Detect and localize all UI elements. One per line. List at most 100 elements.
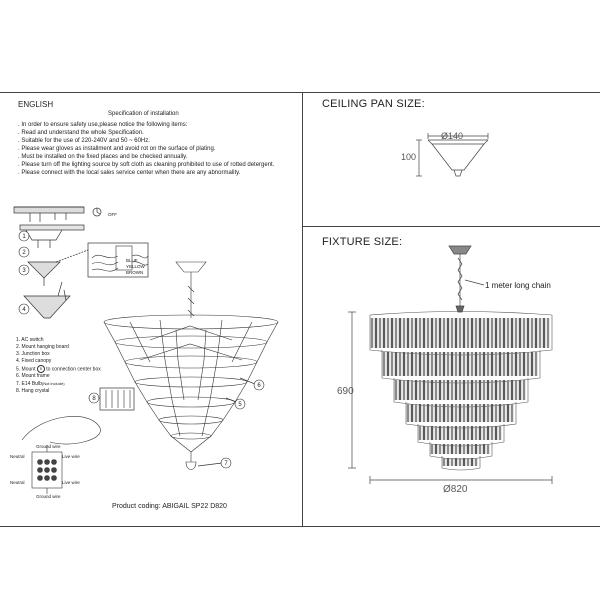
- crystal-strand: [518, 352, 522, 376]
- wire-color-yellow: YELLOW: [126, 264, 146, 269]
- crystal-strand: [470, 458, 474, 466]
- crystal-strand: [502, 404, 506, 422]
- crystal-strand: [390, 318, 394, 348]
- crystal-strand: [470, 380, 474, 400]
- fixture-height-label: 690: [337, 386, 354, 397]
- crystal-strand: [394, 352, 398, 376]
- step-1-number: 1: [22, 234, 26, 240]
- crystal-strand: [466, 458, 470, 466]
- crystal-strand: [394, 380, 398, 400]
- crystal-strand: [522, 352, 526, 376]
- step-4-number: 4: [22, 307, 26, 313]
- part-3: 3. Junction box: [16, 351, 50, 357]
- crystal-strand: [478, 318, 482, 348]
- crystal-strand: [458, 318, 462, 348]
- chain-note: 1 meter long chain: [485, 281, 551, 290]
- callout-5: 5: [238, 402, 242, 408]
- crystal-strand: [414, 404, 418, 422]
- crystal-strand: [538, 318, 542, 348]
- crystal-strand: [518, 318, 522, 348]
- crystal-strand: [450, 458, 454, 466]
- crystal-strand: [486, 444, 490, 454]
- crystal-strand: [410, 404, 414, 422]
- crystal-strand: [486, 352, 490, 376]
- crystal-strand: [414, 318, 418, 348]
- crystal-strand: [410, 318, 414, 348]
- crystal-strand: [454, 318, 458, 348]
- crystal-strand: [478, 426, 482, 440]
- crystal-strand: [454, 426, 458, 440]
- crystal-detail-box: [99, 387, 135, 411]
- crystal-strand: [462, 318, 466, 348]
- crystal-strand: [474, 352, 478, 376]
- horizontal-divider: [302, 226, 600, 227]
- crystal-strand: [426, 318, 430, 348]
- crystal-strand: [498, 404, 502, 422]
- crystal-strand: [418, 318, 422, 348]
- dimensions-panel: [302, 92, 600, 527]
- crystal-strand: [534, 318, 538, 348]
- crystal-strand: [414, 352, 418, 376]
- crystal-strand: [506, 380, 510, 400]
- crystal-strand: [494, 352, 498, 376]
- crystal-strand: [438, 352, 442, 376]
- instruction-7: . Please connect with the local sales se…: [18, 170, 241, 176]
- crystal-strand: [470, 352, 474, 376]
- crystal-strand: [426, 404, 430, 422]
- crystal-strand: [498, 380, 502, 400]
- crystal-strand: [458, 404, 462, 422]
- crystal-strand: [478, 404, 482, 422]
- crystal-strand: [374, 318, 378, 348]
- crystal-strand: [458, 444, 462, 454]
- crystal-strand: [474, 458, 478, 466]
- crystal-strand: [470, 404, 474, 422]
- crystal-strand: [450, 426, 454, 440]
- crystal-strand: [526, 318, 530, 348]
- crystal-strand: [442, 444, 446, 454]
- callout-8: 8: [92, 396, 96, 402]
- crystal-strand: [426, 380, 430, 400]
- crystal-strand: [466, 404, 470, 422]
- crystal-strand: [458, 352, 462, 376]
- crystal-strand: [506, 318, 510, 348]
- crystal-strand: [430, 404, 434, 422]
- language-heading: ENGLISH: [18, 100, 54, 109]
- crystal-strand: [458, 380, 462, 400]
- crystal-strand: [446, 404, 450, 422]
- crystal-strand: [486, 380, 490, 400]
- installation-panel: [0, 92, 302, 527]
- crystal-strand: [422, 318, 426, 348]
- ceiling-pan-title: CEILING PAN SIZE:: [322, 98, 425, 110]
- crystal-strand: [482, 426, 486, 440]
- product-coding: Product coding: ABIGAIL SP22 D820: [112, 503, 227, 510]
- crystal-strand: [438, 380, 442, 400]
- crystal-strand: [462, 404, 466, 422]
- ground-wire-bottom: Ground wire: [36, 494, 61, 499]
- step-1-ceiling-plate: [13, 206, 102, 222]
- crystal-strand: [370, 318, 374, 348]
- crystal-strand: [494, 404, 498, 422]
- crystal-strand: [454, 380, 458, 400]
- crystal-strand: [398, 380, 402, 400]
- crystal-strand: [486, 426, 490, 440]
- crystal-strand: [462, 444, 466, 454]
- crystal-strand: [502, 318, 506, 348]
- crystal-strand: [478, 380, 482, 400]
- crystal-strand: [450, 380, 454, 400]
- crystal-strand: [498, 318, 502, 348]
- crystal-strand: [386, 318, 390, 348]
- crystal-strand: [438, 318, 442, 348]
- wiring-diagram: [21, 416, 101, 494]
- crystal-strand: [502, 352, 506, 376]
- pan-height-label: 100: [401, 152, 417, 162]
- crystal-strand: [466, 318, 470, 348]
- crystal-strand: [378, 318, 382, 348]
- crystal-strand: [442, 458, 446, 466]
- crystal-strand: [418, 352, 422, 376]
- crystal-strand: [442, 426, 446, 440]
- neutral-bottom: Neutral: [10, 480, 25, 485]
- crystal-strand: [470, 318, 474, 348]
- crystal-strand: [434, 426, 438, 440]
- crystal-strand: [410, 380, 414, 400]
